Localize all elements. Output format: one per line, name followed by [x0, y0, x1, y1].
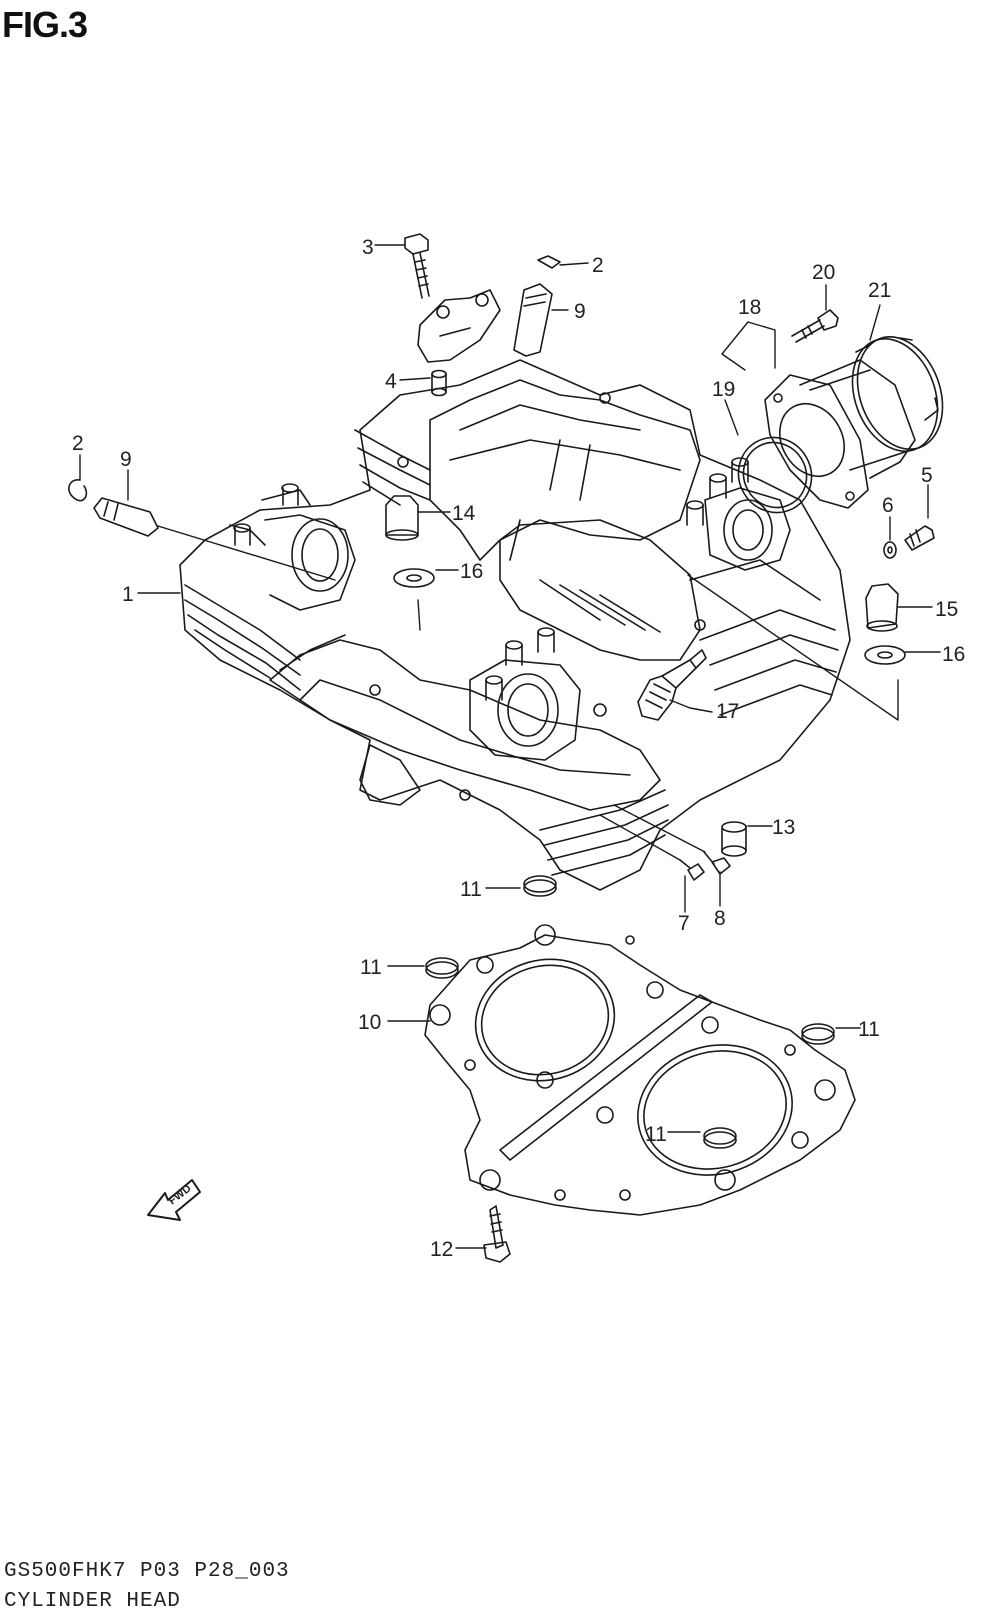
part-9-valve-guide-top — [513, 283, 553, 357]
callout-16-right: 16 — [942, 643, 965, 666]
callout-14: 14 — [452, 502, 476, 525]
part-4-dowel — [431, 369, 447, 397]
part-20-screw — [791, 309, 839, 343]
callout-12: 12 — [430, 1238, 453, 1261]
callout-1: 1 — [122, 583, 134, 606]
callout-6: 6 — [882, 494, 894, 517]
callout-13: 13 — [772, 816, 795, 839]
part-17-spark-plug — [637, 649, 707, 721]
footer-section-name: CYLINDER HEAD — [4, 1590, 181, 1613]
part-6-washer — [883, 541, 897, 559]
part-11-ring-c — [801, 1023, 835, 1045]
part-2-clip-left — [68, 479, 88, 502]
callout-9-left: 9 — [120, 448, 132, 471]
part-11-ring-b — [425, 957, 459, 979]
part-18-intake-pipe — [764, 359, 916, 509]
cam-holder — [417, 289, 501, 363]
part-9-valve-guide-left — [93, 497, 159, 537]
part-3-bolt — [404, 233, 430, 299]
callout-8: 8 — [714, 907, 726, 930]
footer-model-code: GS500FHK7 P03 P28_003 — [4, 1560, 290, 1583]
callout-17: 17 — [716, 700, 739, 723]
callout-2-top: 2 — [592, 254, 604, 277]
cylinder-head-body — [179, 359, 851, 891]
part-8-screw — [703, 851, 731, 875]
leader-lines — [79, 244, 941, 1249]
part-21-clamp — [851, 336, 944, 452]
callout-11-d: 11 — [645, 1123, 667, 1146]
callout-11-c: 11 — [858, 1018, 880, 1041]
figure-title: FIG.3 — [2, 4, 88, 45]
part-2-clip-top — [537, 255, 561, 269]
part-11-ring-d — [703, 1127, 737, 1149]
part-16-washer-right — [864, 645, 906, 665]
part-19-o-ring — [737, 436, 813, 514]
part-12-bolt — [483, 1205, 511, 1263]
callout-5: 5 — [921, 464, 933, 487]
part-16-washer-left — [393, 568, 435, 588]
callout-19: 19 — [712, 378, 735, 401]
callout-11-a: 11 — [460, 878, 482, 901]
callout-15: 15 — [935, 598, 958, 621]
callout-21: 21 — [868, 279, 891, 302]
part-11-ring-a — [523, 875, 557, 897]
callout-20: 20 — [812, 261, 835, 284]
part-14-cap-nut — [385, 495, 419, 541]
callout-3: 3 — [362, 236, 374, 259]
part-10-head-gasket — [424, 924, 856, 1216]
part-5-screw — [904, 525, 935, 551]
callout-7: 7 — [678, 912, 690, 935]
part-15-cap-nut — [865, 583, 899, 632]
callout-9-top: 9 — [574, 300, 586, 323]
stud-boss-group — [233, 457, 749, 701]
part-13-sleeve — [721, 821, 747, 857]
callout-4: 4 — [385, 370, 397, 393]
part-7-screw — [679, 859, 705, 881]
callout-2-left: 2 — [72, 432, 84, 455]
callout-10: 10 — [358, 1011, 381, 1034]
fwd-arrow-icon: FWD — [147, 1179, 201, 1221]
callout-11-b: 11 — [360, 956, 382, 979]
callout-labels: 1 2 2 3 4 5 6 7 8 9 9 10 11 11 11 11 12 … — [72, 236, 965, 1261]
fwd-arrow-label: FWD — [166, 1182, 193, 1207]
callout-18: 18 — [738, 296, 761, 319]
callout-16-left: 16 — [460, 560, 483, 583]
